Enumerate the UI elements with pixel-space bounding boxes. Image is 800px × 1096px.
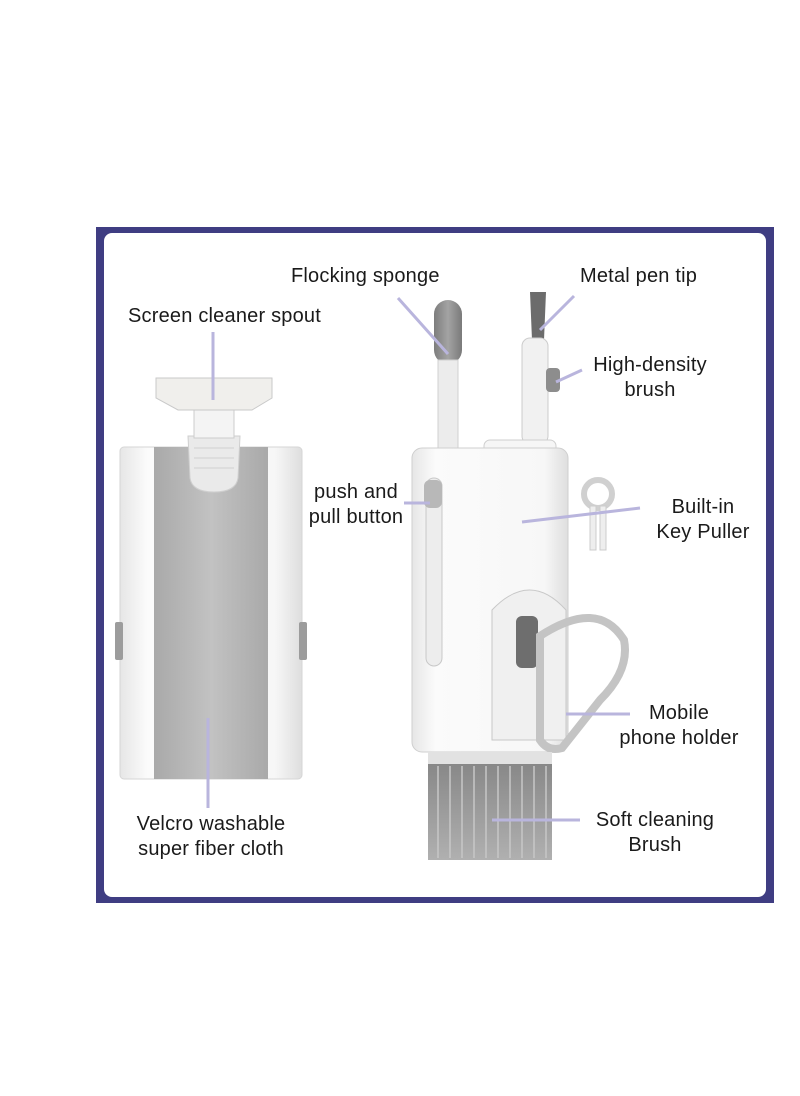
side-clip-left bbox=[115, 622, 123, 660]
label-line: Mobile bbox=[648, 702, 710, 724]
label-metal-pen-tip: Metal pen tip bbox=[580, 265, 698, 287]
label-line: Velcro washable bbox=[136, 813, 286, 835]
phone-holder-loop bbox=[536, 613, 629, 753]
label-line: push and bbox=[314, 481, 398, 503]
label-line: super fiber cloth bbox=[138, 838, 284, 860]
label-line: brush bbox=[624, 379, 676, 401]
label-line: Soft cleaning bbox=[595, 809, 715, 831]
label-mobile-phone-holder: Mobile phone holder bbox=[612, 701, 746, 751]
pointer-lines bbox=[206, 294, 641, 822]
label-velcro-cloth: Velcro washable super fiber cloth bbox=[126, 812, 296, 862]
bristles bbox=[428, 752, 552, 860]
label-line: Built-in bbox=[671, 496, 735, 518]
sponge-tip bbox=[434, 300, 462, 364]
label-line: Brush bbox=[628, 834, 682, 856]
label-flocking-sponge: Flocking sponge bbox=[291, 265, 440, 287]
slider-button-shape bbox=[424, 480, 442, 508]
spray-spout bbox=[155, 377, 273, 493]
cloth-cleaner bbox=[115, 377, 307, 780]
label-soft-brush: Soft cleaning Brush bbox=[588, 808, 722, 858]
label-line: pull button bbox=[308, 506, 404, 528]
metal-pen-tip-shape bbox=[530, 292, 546, 340]
label-screen-cleaner-spout: Screen cleaner spout bbox=[128, 305, 322, 327]
label-line: phone holder bbox=[619, 727, 739, 749]
key-puller bbox=[581, 477, 615, 551]
label-line: High-density bbox=[593, 354, 707, 376]
side-clip-right bbox=[299, 622, 307, 660]
label-line: Key Puller bbox=[656, 521, 750, 543]
label-high-density-brush: High-density brush bbox=[588, 353, 712, 403]
label-key-puller: Built-in Key Puller bbox=[646, 495, 760, 545]
label-push-pull-button: push and pull button bbox=[304, 480, 408, 530]
microfiber-cloth bbox=[154, 447, 268, 779]
dense-brush-shape bbox=[546, 368, 560, 392]
